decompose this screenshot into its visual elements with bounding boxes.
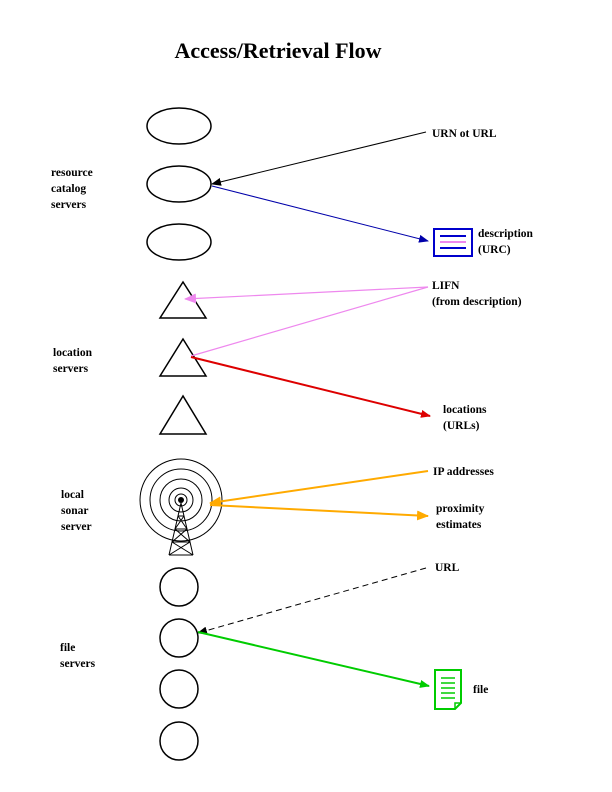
file-label: file bbox=[473, 684, 488, 696]
ip-addresses-request-arrow bbox=[209, 470, 429, 507]
sonar-ring bbox=[174, 493, 188, 507]
urn-request-arrow bbox=[211, 131, 427, 186]
sonar-ring bbox=[139, 458, 223, 542]
file-servers-label: file servers bbox=[60, 642, 96, 670]
description-response-arrow bbox=[211, 185, 429, 243]
sonar-server-node bbox=[139, 458, 223, 556]
url-request-arrow bbox=[197, 567, 427, 635]
file-document-icon bbox=[434, 669, 462, 710]
sonar-ring bbox=[168, 487, 194, 513]
file-servers bbox=[159, 567, 199, 761]
location-server-node bbox=[158, 280, 208, 319]
locations-response-arrow bbox=[190, 356, 431, 418]
catalog-server-node bbox=[146, 223, 212, 261]
location-server-node bbox=[158, 394, 208, 435]
file-server-node bbox=[159, 567, 199, 607]
sonar-center bbox=[178, 497, 184, 503]
ip-addresses-label: IP addresses bbox=[433, 466, 494, 478]
lifn-label: LIFN (from description) bbox=[432, 280, 522, 308]
resource-catalog-servers-label: resource catalog servers bbox=[51, 167, 96, 211]
proximity-estimates-response-arrow bbox=[209, 504, 429, 521]
location-servers-label: location servers bbox=[53, 347, 95, 375]
description-document-icon bbox=[433, 228, 473, 257]
diagram-title: Access/Retrieval Flow bbox=[174, 38, 381, 63]
local-sonar-server-label: local sonar server bbox=[61, 489, 92, 533]
file-server-node bbox=[159, 721, 199, 761]
location-server-node bbox=[158, 337, 208, 377]
lifn-forward-arrow bbox=[190, 286, 429, 357]
catalog-server-node bbox=[146, 165, 212, 203]
proximity-estimates-label: proximity estimates bbox=[436, 503, 487, 531]
file-server-node bbox=[159, 669, 199, 709]
antenna-tower-icon bbox=[168, 502, 194, 556]
lifn-request-arrow bbox=[184, 286, 429, 304]
file-response-arrow bbox=[197, 631, 430, 688]
locations-urls-label: locations (URLs) bbox=[443, 404, 489, 432]
resource-catalog-servers bbox=[146, 107, 212, 261]
file-server-node bbox=[159, 618, 199, 658]
urn-or-url-label: URN ot URL bbox=[432, 128, 497, 140]
description-urc-label: description (URC) bbox=[478, 228, 536, 256]
catalog-server-node bbox=[146, 107, 212, 145]
url-label: URL bbox=[435, 562, 460, 574]
